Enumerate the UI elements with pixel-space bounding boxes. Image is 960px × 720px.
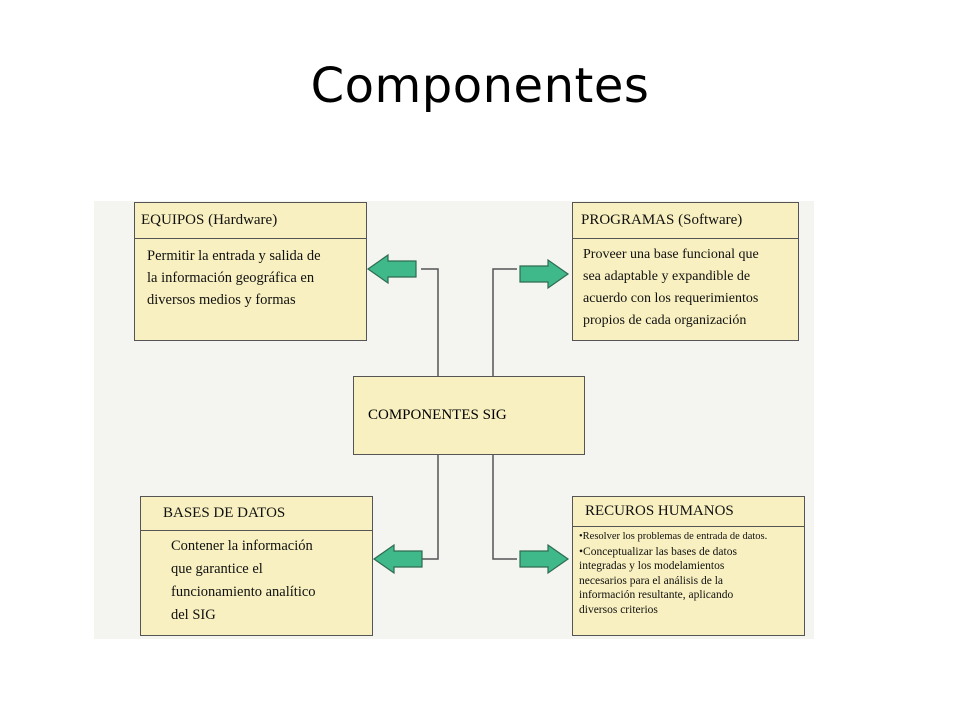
programas-line: Proveer una base funcional que — [583, 247, 759, 262]
programas-line: propios de cada organización — [583, 313, 747, 328]
recursos-header: RECUROS HUMANOS — [573, 497, 804, 527]
equipos-box: EQUIPOS (Hardware) Permitir la entrada y… — [134, 202, 367, 341]
recursos-line: necesarios para el análisis de la — [579, 574, 724, 587]
connector-recursos — [492, 455, 517, 560]
programas-line: acuerdo con los requerimientos — [583, 291, 759, 306]
left-arrow-icon — [372, 543, 423, 575]
sig-components-diagram: EQUIPOS (Hardware) Permitir la entrada y… — [94, 201, 814, 639]
programas-line: sea adaptable y expandible de — [583, 269, 751, 284]
recursos-line: •Resolver los problemas de entrada de da… — [579, 531, 768, 542]
slide-title: Componentes — [310, 58, 650, 114]
connector-programas — [492, 268, 517, 376]
bases-body: Contener la información que garantice el… — [141, 531, 372, 627]
recursos-line: integradas y los modelamientos — [579, 560, 725, 573]
programas-box: PROGRAMAS (Software) Proveer una base fu… — [572, 202, 799, 341]
recursos-line: •Conceptualizar las bases de datos — [579, 545, 737, 558]
equipos-line: diversos medios y formas — [147, 292, 296, 308]
bases-line: que garantice el — [171, 561, 263, 577]
connector-equipos — [421, 268, 439, 376]
connector-bases — [421, 455, 439, 560]
recursos-line: diversos criterios — [579, 603, 658, 616]
recursos-box: RECUROS HUMANOS •Resolver los problemas … — [572, 496, 805, 636]
equipos-line: la información geográfica en — [147, 270, 315, 286]
equipos-line: Permitir la entrada y salida de — [147, 248, 321, 264]
bases-line: Contener la información — [171, 538, 313, 554]
bases-line: funcionamiento analítico — [171, 584, 316, 600]
connector-layer — [366, 253, 570, 575]
center-label: COMPONENTES SIG — [368, 407, 507, 423]
programas-header: PROGRAMAS (Software) — [573, 203, 798, 239]
bases-line: del SIG — [171, 607, 216, 623]
recursos-body: •Resolver los problemas de entrada de da… — [573, 527, 804, 618]
right-arrow-icon — [519, 258, 570, 290]
left-arrow-icon — [366, 253, 417, 285]
equipos-body: Permitir la entrada y salida de la infor… — [135, 239, 366, 311]
recursos-line: información resultante, aplicando — [579, 589, 734, 602]
right-arrow-icon — [519, 543, 570, 575]
bases-box: BASES DE DATOS Contener la información q… — [140, 496, 373, 636]
bases-header: BASES DE DATOS — [141, 497, 372, 531]
programas-body: Proveer una base funcional que sea adapt… — [573, 239, 798, 332]
equipos-header: EQUIPOS (Hardware) — [135, 203, 366, 239]
center-box: COMPONENTES SIG — [353, 376, 585, 455]
